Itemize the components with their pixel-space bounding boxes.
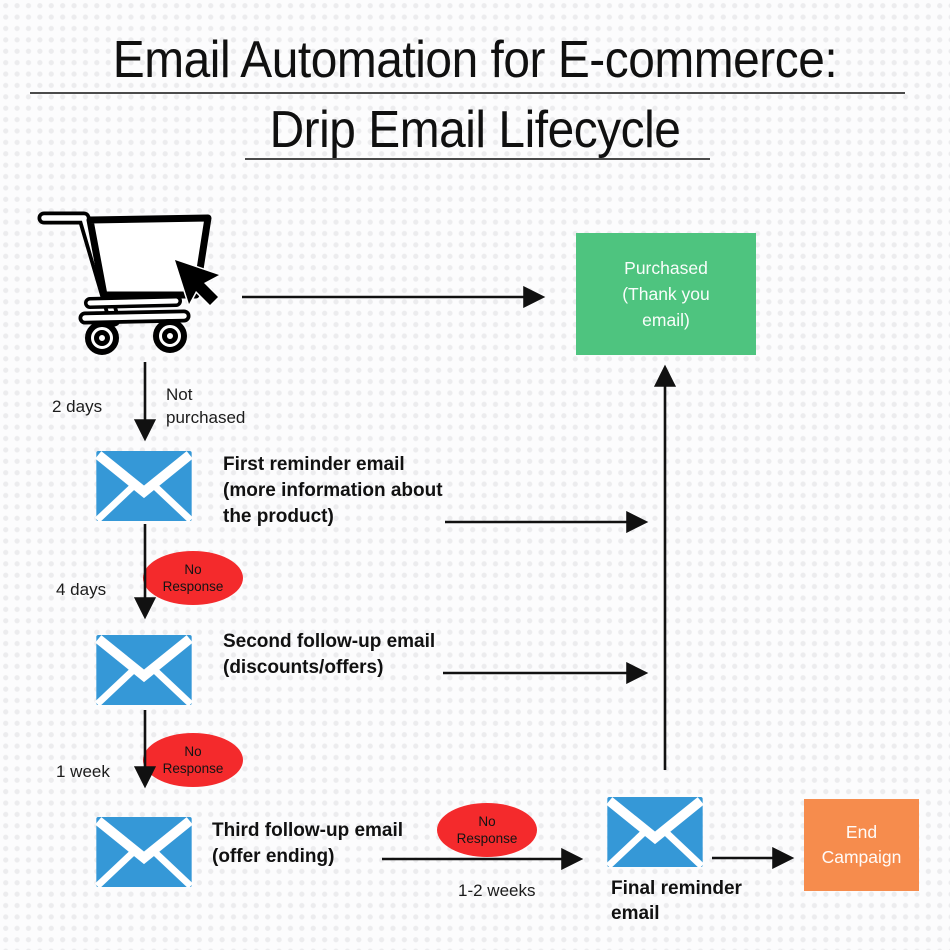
final-email-label: Final reminder email xyxy=(611,878,742,924)
edge-label-1-2-weeks: 1-2 weeks xyxy=(458,881,536,900)
shopping-cart-with-cursor-icon xyxy=(37,211,221,355)
mouse-cursor-icon xyxy=(173,258,221,307)
purchased-node: Purchased (Thank you email) xyxy=(576,233,756,355)
no-response-badge-1: No Response xyxy=(143,551,243,605)
edge-label-1-week: 1 week xyxy=(56,762,110,781)
email-envelope-icon-3 xyxy=(95,816,193,888)
edge-label-not-purchased: Not purchased xyxy=(166,385,246,427)
end-campaign-node: End Campaign xyxy=(804,799,919,891)
email-envelope-icon-final xyxy=(605,796,705,868)
no-response-badge-2: No Response xyxy=(143,733,243,787)
email2-label: Second follow-up email (discounts/offers… xyxy=(223,631,436,678)
page-title-line2: Drip Email Lifecycle xyxy=(269,101,681,159)
edge-label-2-days: 2 days xyxy=(52,397,103,416)
email3-label: Third follow-up email (offer ending) xyxy=(212,820,404,867)
title-underline-2 xyxy=(245,158,710,160)
email-envelope-icon-1 xyxy=(95,450,193,522)
no-response-badge-3: No Response xyxy=(437,803,537,857)
edge-label-4-days: 4 days xyxy=(56,580,107,599)
title-underline-1 xyxy=(30,92,905,94)
page-title-line1: Email Automation for E-commerce: xyxy=(112,31,838,89)
email-envelope-icon-2 xyxy=(95,634,193,706)
email1-label: First reminder email (more information a… xyxy=(223,454,443,527)
